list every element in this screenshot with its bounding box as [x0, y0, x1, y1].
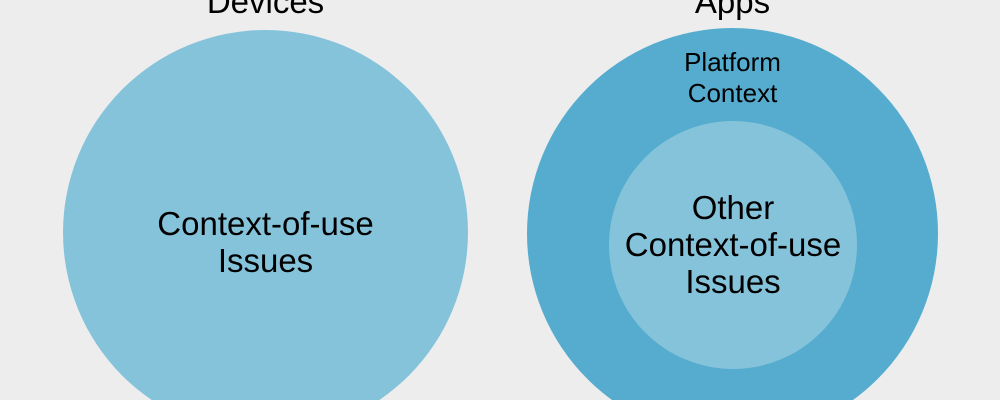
- devices-title: Devices: [206, 0, 325, 20]
- platform-context-label: Platform Context: [684, 47, 781, 108]
- apps-title: Apps: [694, 0, 771, 20]
- apps-inner-circle-label: Other Context-of-use Issues: [624, 189, 842, 300]
- apps-inner-circle: [609, 121, 857, 369]
- devices-circle-label: Context-of-use Issues: [157, 205, 374, 279]
- devices-circle: [63, 30, 468, 400]
